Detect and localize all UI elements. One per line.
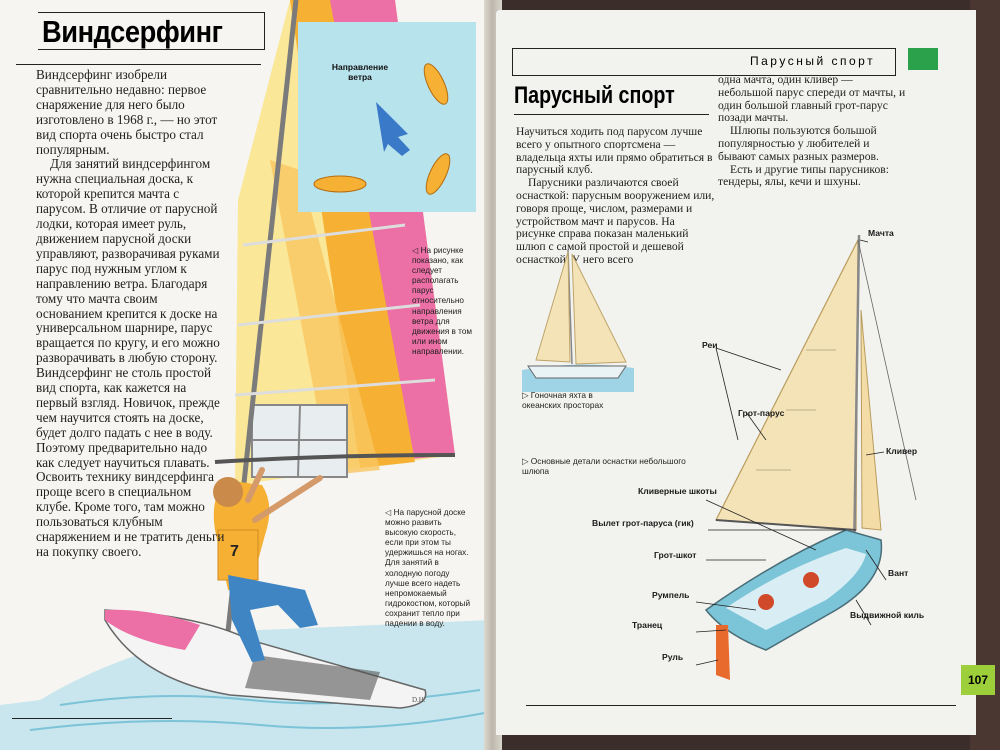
wind-direction-label: Направление ветра: [331, 62, 389, 82]
section-header-frame: [512, 48, 896, 76]
bottom-rule: [526, 705, 956, 706]
paragraph: одна мачта, один кливер — небольшой пару…: [718, 73, 906, 125]
paragraph: Виндсерфинг изобрели сравнительно недавн…: [36, 67, 218, 157]
page-title: Виндсерфинг: [42, 14, 223, 49]
section-header: Парусный спорт: [750, 54, 876, 68]
page-number: 107: [961, 665, 995, 695]
label-tiller: Румпель: [652, 590, 690, 600]
label-mast: Мачта: [868, 228, 894, 238]
label-rudder: Руль: [662, 652, 684, 662]
yacht-caption: ▷ Гоночная яхта в океанских просторах: [522, 390, 604, 411]
paragraph: Для занятий виндсерфингом нужна специаль…: [36, 156, 225, 559]
section-tab: [908, 48, 938, 70]
paragraph: Парусники различаются своей оснасткой: п…: [516, 176, 715, 266]
sloop-diagram: [704, 234, 917, 680]
triangle-icon: ▷: [522, 390, 531, 400]
label-centreboard: Выдвижной киль: [850, 610, 925, 620]
wind-caption: ◁ На рисунке показано, как следует распо…: [412, 246, 472, 356]
page-title: Парусный спорт: [514, 82, 675, 109]
leader-lines: [695, 239, 887, 666]
triangle-icon: ▷: [522, 456, 531, 466]
label-boom: Вылет грот-паруса (гик): [592, 518, 694, 528]
wind-arrow-icon: [376, 102, 410, 156]
label-transom: Транец: [632, 620, 663, 630]
label-jib: Кливер: [886, 446, 918, 456]
board-caption: ◁ На парусной доске можно развить высоку…: [385, 508, 471, 629]
label-main-sheet: Грот-шкот: [654, 550, 697, 560]
label-yards: Реи: [702, 340, 718, 350]
rigging-caption: ▷ Основные детали оснастки небольшого шл…: [522, 456, 686, 477]
label-shroud: Вант: [888, 568, 909, 578]
right-body-col1: Научиться ходить под парусом лучше всего…: [516, 125, 716, 267]
title-frame: [38, 12, 265, 50]
title-rule: [16, 64, 261, 65]
racing-yacht-illustration: [522, 249, 634, 392]
artist-signature: D.H.: [412, 696, 426, 704]
windsurfing-illustration: 7 D.H.: [0, 0, 492, 750]
sailor-number: 7: [230, 543, 239, 560]
paragraph: Есть и другие типы парусников: тендеры, …: [718, 162, 889, 189]
left-page: Виндсерфинг 7 D.H.: [0, 0, 492, 750]
bottom-rule: [12, 718, 172, 719]
right-page: Парусный спорт Парусный спорт Научиться …: [496, 10, 995, 735]
label-mainsail: Грот-парус: [738, 408, 785, 418]
title-rule: [514, 114, 709, 115]
right-body-col2: одна мачта, один кливер — небольшой пару…: [718, 73, 906, 189]
triangle-icon: ◁: [385, 508, 394, 517]
left-body-text: Виндсерфинг изобрели сравнительно недавн…: [36, 67, 226, 560]
wind-direction-inset: [298, 22, 476, 212]
paragraph: Научиться ходить под парусом лучше всего…: [516, 125, 713, 177]
triangle-icon: ◁: [412, 246, 421, 255]
label-jib-sheets: Кливерные шкоты: [638, 486, 717, 496]
paragraph: Шлюпы пользуются большой популярностью у…: [718, 124, 879, 163]
